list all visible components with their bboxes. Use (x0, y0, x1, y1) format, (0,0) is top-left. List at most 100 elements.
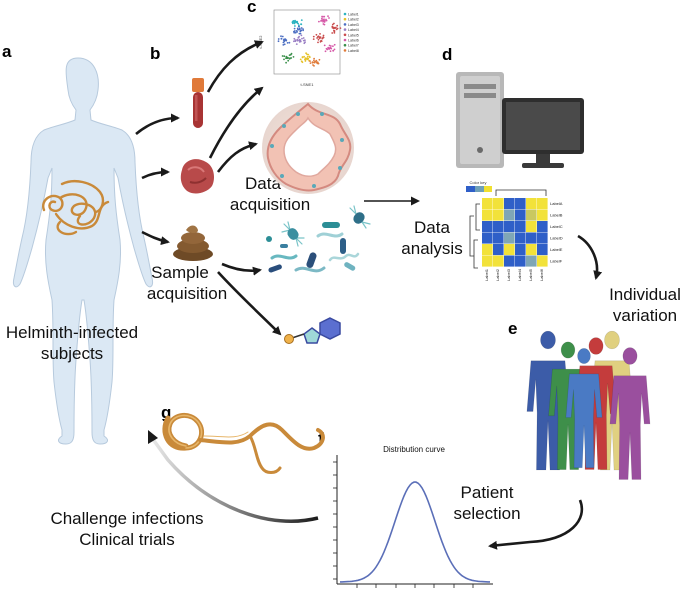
tsne-point (323, 44, 326, 47)
heatmap-cell (526, 221, 537, 233)
panel-label-e: e (508, 319, 517, 338)
tsne-point (277, 38, 280, 40)
tsne-point (283, 58, 285, 61)
arrow-body-to-blood (135, 113, 180, 135)
tsne-point (331, 32, 334, 34)
tsne-point (297, 36, 300, 39)
tsne-point (298, 27, 301, 30)
tsne-point (313, 57, 315, 60)
arrow-people-to-selection (488, 499, 584, 550)
heatmap-cell (504, 232, 515, 244)
tsne-point (318, 58, 321, 61)
distribution-curve-line (340, 481, 490, 583)
heatmap-row-label: LabelC (550, 224, 563, 229)
tsne-point (289, 53, 292, 56)
tsne-point (302, 37, 305, 39)
tsne-point (305, 58, 307, 61)
tsne-legend-label: Label3 (348, 23, 359, 27)
tsne-point (299, 32, 302, 35)
heatmap-row-label: LabelE (550, 247, 563, 252)
heatmap-cell (526, 255, 537, 267)
heatmap-cell (493, 255, 504, 267)
tsne-point (322, 34, 325, 37)
heatmap-column-label: Label3 (506, 268, 511, 281)
distribution-x-ticks (356, 584, 474, 588)
tsne-point (319, 36, 322, 39)
tsne-point (289, 57, 291, 60)
tsne-point (287, 59, 290, 62)
tsne-point (286, 56, 289, 59)
heatmap-cell (515, 198, 526, 210)
individual-variation-line2: variation (613, 306, 677, 325)
distribution-curve-plot: Distribution curve (333, 445, 493, 588)
heatmap-panel: Color key LabelALabelBLabelCLabelDLabelE… (466, 180, 563, 281)
stool-sample-icon (173, 225, 213, 261)
microbiome-bacteria-icon (266, 205, 371, 273)
tsne-legend-label: Label6 (348, 39, 359, 43)
heatmap-cell (526, 198, 537, 210)
tsne-point (296, 31, 299, 33)
tsne-point (297, 22, 299, 25)
tsne-point (281, 55, 284, 57)
arrow-tissue-to-cross-section (216, 141, 258, 173)
blood-tube-icon (192, 78, 204, 128)
tsne-point (333, 29, 335, 32)
tsne-point (294, 31, 297, 34)
tissue-biopsy-icon (180, 159, 214, 194)
subjects-label-line2: subjects (41, 344, 103, 363)
challenge-infections-line1: Challenge infections (50, 509, 203, 528)
tsne-point (306, 55, 309, 58)
heatmap-dendrogram (469, 189, 547, 269)
tsne-point (293, 37, 296, 40)
challenge-infections-line2: Clinical trials (79, 530, 174, 549)
panel-label-d: d (442, 45, 452, 64)
tsne-point (301, 61, 304, 64)
tsne-plot: t-SNE1 t-SNE2 Label1Label2Label3Label4La… (258, 9, 359, 87)
tsne-point (283, 40, 286, 43)
tsne-point (321, 15, 323, 18)
arrow-blood-to-tsne (206, 40, 264, 93)
heatmap-cell (515, 221, 526, 233)
tsne-point (281, 35, 284, 38)
heatmap-cell (515, 209, 526, 221)
tsne-point (285, 55, 288, 58)
heatmap-cell (504, 221, 515, 233)
flow-arrows (135, 40, 603, 550)
heatmap-cell (482, 244, 493, 256)
panel-label-a: a (2, 42, 12, 61)
tsne-point (299, 40, 302, 43)
tsne-point (300, 19, 303, 21)
panel-label-c: c (247, 0, 256, 16)
tsne-point (282, 44, 285, 46)
sample-acquisition-line1: Sample (151, 263, 209, 282)
tsne-point (323, 21, 326, 23)
tsne-point (312, 64, 314, 66)
heatmap-cell (482, 209, 493, 221)
tsne-point (294, 39, 297, 41)
tsne-point (330, 47, 333, 50)
tsne-point (304, 60, 307, 62)
heatmap-cell (526, 244, 537, 256)
tsne-legend-label: Label8 (348, 49, 359, 53)
body-silhouette (13, 57, 153, 445)
tsne-point (309, 60, 311, 62)
tsne-point (335, 26, 337, 29)
tsne-points (277, 15, 342, 67)
tsne-point (317, 62, 320, 65)
heatmap-column-label: Label2 (495, 268, 500, 281)
tsne-point (318, 20, 320, 23)
tsne-legend-swatch (343, 12, 347, 16)
distribution-y-ticks (333, 461, 337, 580)
tsne-point (300, 23, 303, 26)
heatmap-cell (526, 232, 537, 244)
tsne-point (319, 33, 321, 35)
heatmap-cell (482, 255, 493, 267)
people-group-icon (526, 330, 651, 480)
heatmap-cell (537, 198, 548, 210)
tsne-point (296, 20, 299, 23)
tsne-point (315, 33, 318, 36)
tsne-point (294, 25, 296, 27)
heatmap-column-label: Label1 (484, 268, 489, 281)
tsne-point (317, 35, 319, 38)
